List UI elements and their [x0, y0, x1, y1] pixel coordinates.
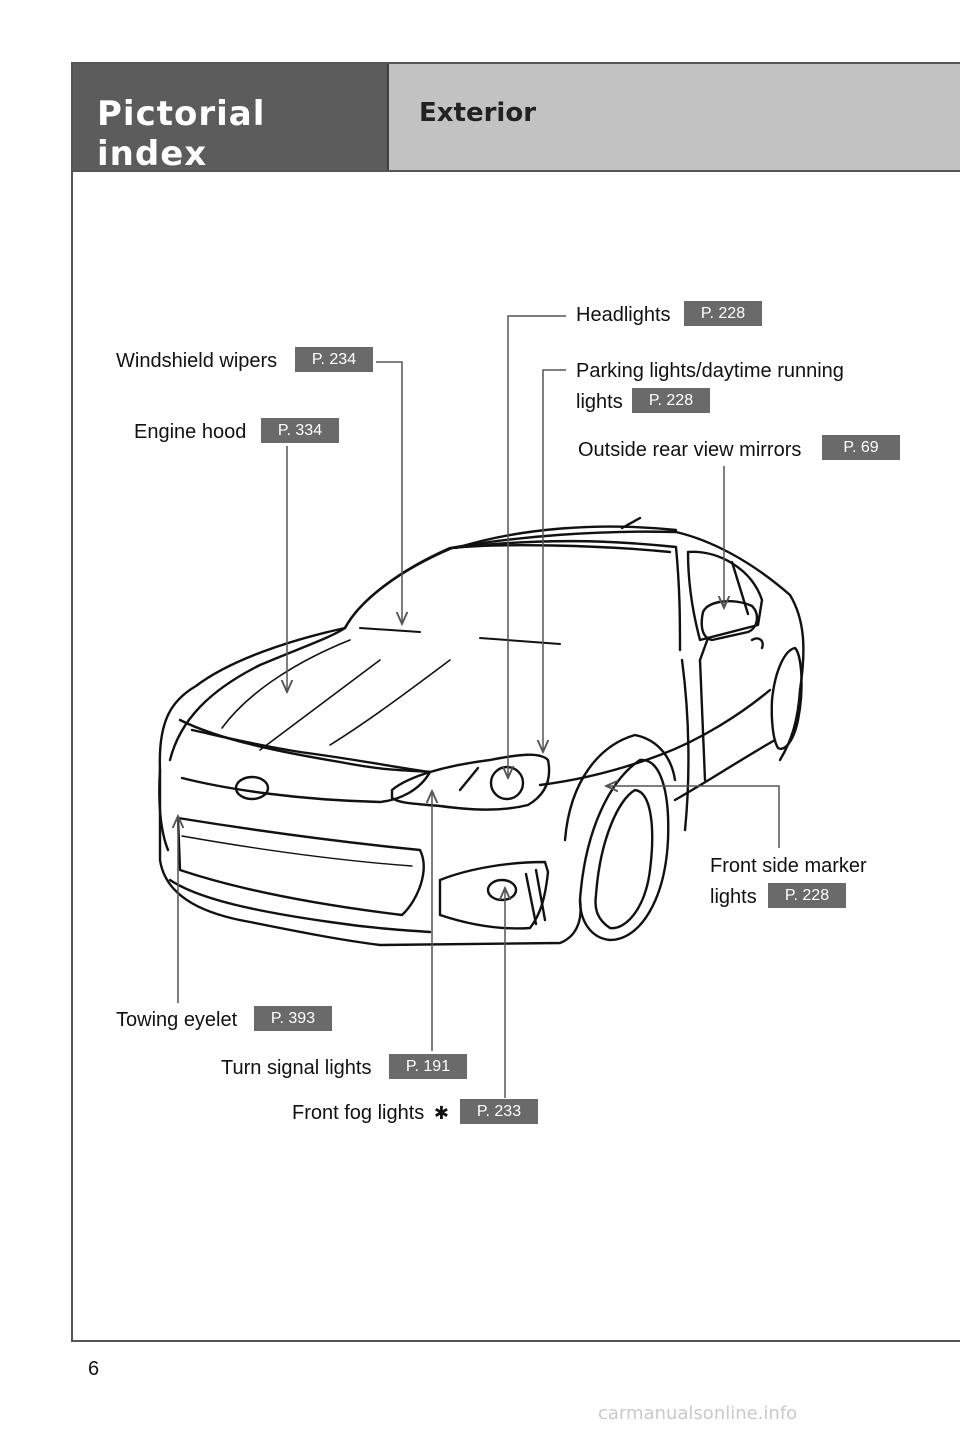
header-bar: Exterior	[389, 64, 960, 170]
car-outline	[158, 516, 805, 947]
page-frame	[71, 62, 960, 1342]
turn-signal-page-ref[interactable]: P. 191	[389, 1054, 467, 1079]
turn-signal-label: Turn signal lights	[221, 1057, 372, 1079]
watermark: carmanualsonline.info	[598, 1403, 798, 1424]
outside-mirrors-label: Outside rear view mirrors	[578, 439, 802, 461]
engine-hood-label: Engine hood	[134, 421, 247, 443]
front-fog-lights-text: Front fog lights	[292, 1102, 425, 1124]
headlights-label: Headlights	[576, 304, 671, 326]
front-side-marker-label-line2: lights	[710, 886, 757, 908]
section-title: Pictorial index	[97, 94, 266, 174]
parking-lights-label-line2: lights	[576, 391, 623, 413]
engine-hood-page-ref[interactable]: P. 334	[261, 418, 339, 443]
headlights-page-ref[interactable]: P. 228	[684, 301, 762, 326]
leader-lines	[178, 315, 780, 1098]
front-side-marker-label-line1: Front side marker	[710, 855, 867, 877]
section-tab: Pictorial index	[73, 64, 389, 174]
parking-lights-page-ref[interactable]: P. 228	[632, 388, 710, 413]
page-number: 6	[88, 1358, 100, 1380]
towing-eyelet-label: Towing eyelet	[116, 1009, 238, 1031]
outside-mirrors-page-ref[interactable]: P. 69	[822, 435, 900, 460]
page-title: Exterior	[419, 98, 537, 128]
front-side-marker-page-ref[interactable]: P. 228	[768, 883, 846, 908]
header-divider	[73, 170, 960, 172]
front-fog-lights-page-ref[interactable]: P. 233	[460, 1099, 538, 1124]
asterisk-icon: ✱	[433, 1103, 449, 1123]
windshield-wipers-label: Windshield wipers	[116, 350, 278, 372]
front-fog-lights-label: Front fog lights ✱	[292, 1100, 449, 1126]
windshield-wipers-page-ref[interactable]: P. 234	[295, 347, 373, 372]
parking-lights-label-line1: Parking lights/daytime running	[576, 360, 844, 382]
towing-eyelet-page-ref[interactable]: P. 393	[254, 1006, 332, 1031]
